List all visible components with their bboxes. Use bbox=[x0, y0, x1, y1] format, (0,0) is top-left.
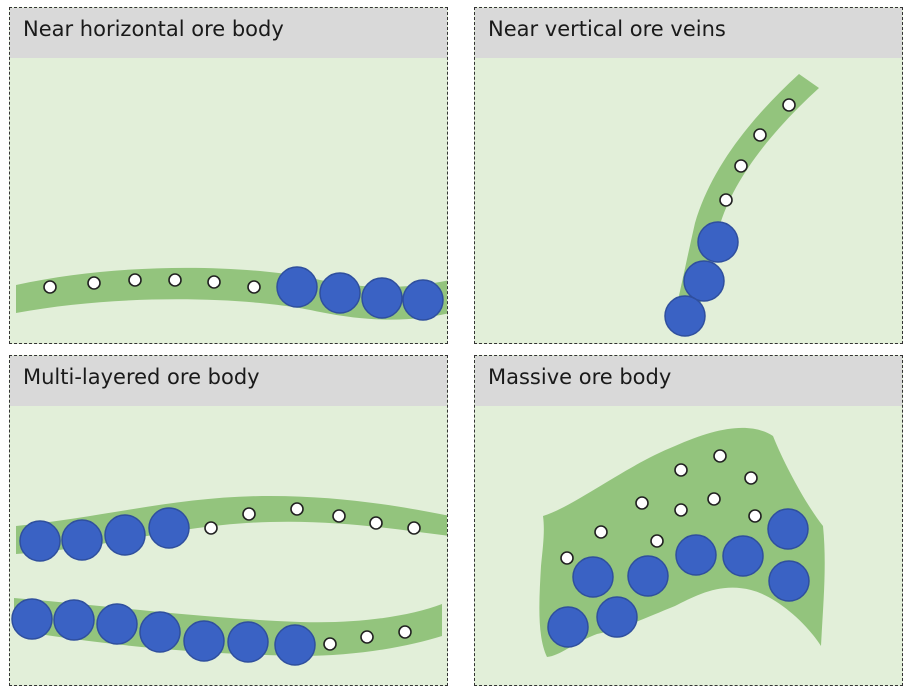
small-ore-circle bbox=[44, 281, 56, 293]
small-ore-circle bbox=[714, 450, 726, 462]
panel-multi-layered: Multi-layered ore body bbox=[9, 355, 448, 686]
large-ore-circle bbox=[362, 278, 402, 318]
large-ore-circle bbox=[277, 267, 317, 307]
small-ore-circle bbox=[675, 464, 687, 476]
small-ore-circle bbox=[595, 526, 607, 538]
small-ore-circle bbox=[708, 493, 720, 505]
small-ore-circle bbox=[720, 194, 732, 206]
small-ore-circle bbox=[291, 503, 303, 515]
large-ore-circle bbox=[20, 521, 60, 561]
small-ore-circle bbox=[408, 522, 420, 534]
large-ore-circle bbox=[684, 261, 724, 301]
large-ore-circle bbox=[597, 597, 637, 637]
small-ore-circle bbox=[399, 626, 411, 638]
small-ore-circle bbox=[651, 535, 663, 547]
panel-massive: Massive ore body bbox=[474, 355, 903, 686]
small-ore-circle bbox=[208, 276, 220, 288]
small-ore-circle bbox=[248, 281, 260, 293]
small-ore-circle bbox=[561, 552, 573, 564]
small-ore-circle bbox=[205, 522, 217, 534]
small-ore-circle bbox=[745, 472, 757, 484]
large-ore-circle bbox=[54, 600, 94, 640]
small-ore-circle bbox=[754, 129, 766, 141]
small-ore-circle bbox=[129, 274, 141, 286]
small-ore-circle bbox=[243, 508, 255, 520]
large-ore-circle bbox=[62, 520, 102, 560]
large-ore-circle bbox=[723, 536, 763, 576]
large-ore-circle bbox=[140, 612, 180, 652]
large-ore-circle bbox=[105, 515, 145, 555]
small-ore-circle bbox=[324, 638, 336, 650]
small-ore-circle bbox=[783, 99, 795, 111]
large-ore-circle bbox=[769, 561, 809, 601]
large-ore-circle bbox=[149, 508, 189, 548]
large-ore-circle bbox=[97, 604, 137, 644]
ore-diagram-multi-layered bbox=[10, 356, 448, 686]
large-ore-circle bbox=[403, 280, 443, 320]
large-ore-circle bbox=[275, 625, 315, 665]
panel-near-horizontal: Near horizontal ore body bbox=[9, 7, 448, 344]
small-ore-circle bbox=[675, 504, 687, 516]
large-ore-circle bbox=[184, 621, 224, 661]
large-ore-circle bbox=[698, 222, 738, 262]
ore-diagram-near-horizontal bbox=[10, 8, 448, 344]
small-ore-circle bbox=[749, 510, 761, 522]
ore-diagram-massive bbox=[475, 356, 903, 686]
small-ore-circle bbox=[735, 160, 747, 172]
small-ore-circle bbox=[361, 631, 373, 643]
large-ore-circle bbox=[548, 607, 588, 647]
ore-diagram-near-vertical bbox=[475, 8, 903, 344]
panel-near-vertical: Near vertical ore veins bbox=[474, 7, 903, 344]
small-ore-circle bbox=[169, 274, 181, 286]
large-ore-circle bbox=[320, 273, 360, 313]
large-ore-circle bbox=[628, 556, 668, 596]
large-ore-circle bbox=[665, 296, 705, 336]
small-ore-circle bbox=[88, 277, 100, 289]
large-ore-circle bbox=[12, 599, 52, 639]
large-ore-circles bbox=[665, 222, 738, 336]
small-ore-circle bbox=[333, 510, 345, 522]
small-ore-circle bbox=[370, 517, 382, 529]
large-ore-circle bbox=[676, 535, 716, 575]
large-ore-circle bbox=[768, 509, 808, 549]
large-ore-circle bbox=[228, 622, 268, 662]
large-ore-circle bbox=[573, 557, 613, 597]
small-ore-circle bbox=[636, 497, 648, 509]
